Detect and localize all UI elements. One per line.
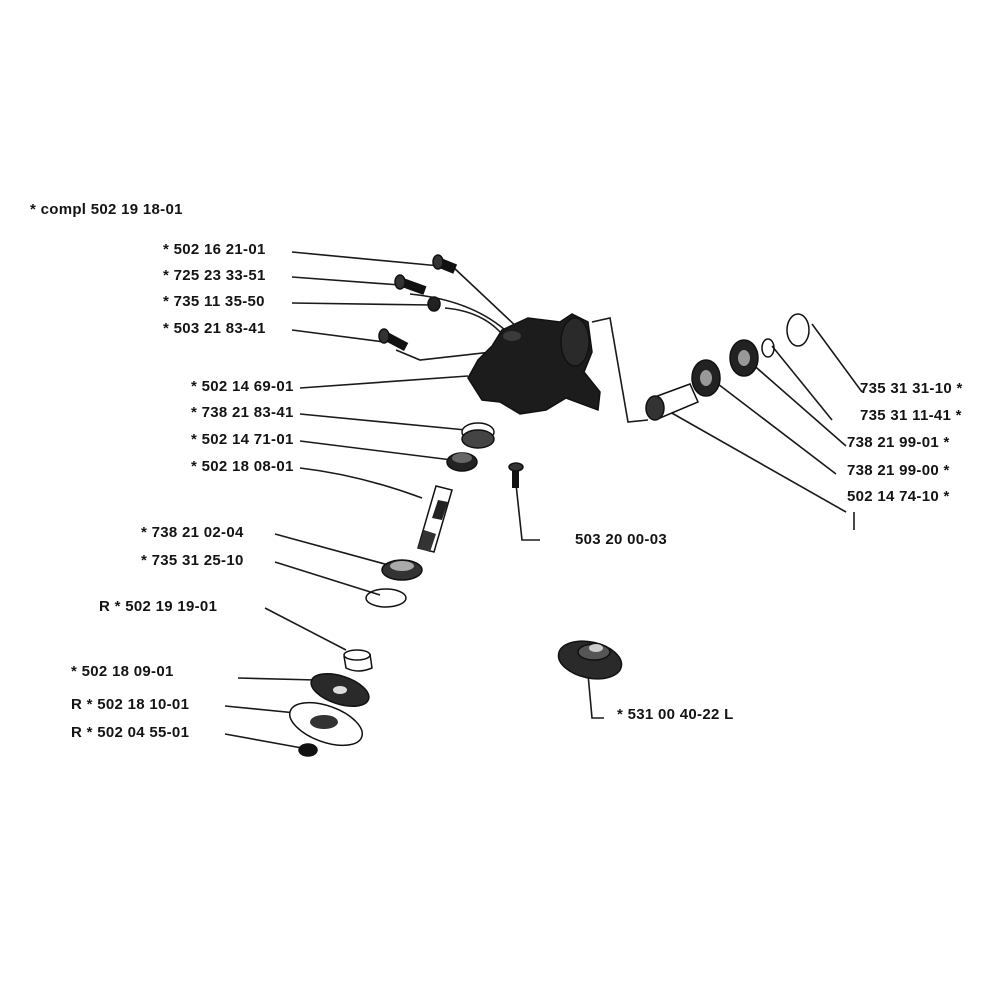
part-label: * 735 11 35-50 [163, 293, 265, 310]
part-label: 503 20 00-03 [575, 531, 668, 548]
circlip-735-31-25-10 [365, 588, 407, 608]
part-label: * 503 21 83-41 [163, 320, 266, 337]
washer-735-11-35-50 [427, 296, 441, 312]
part-label: * 502 16 21-01 [163, 241, 266, 258]
bearing-738-21-02-04 [381, 559, 423, 581]
part-label: * 531 00 40-22 L [617, 706, 734, 723]
screw-502-16-21-01 [432, 254, 458, 274]
ring-735-31-11-41 [761, 338, 775, 358]
part-label: 735 31 11-41 * [860, 407, 962, 424]
part-label: 738 21 99-00 * [847, 462, 950, 479]
gear-housing [467, 313, 601, 415]
washer-502-18-10-01 [289, 701, 363, 747]
washer-502-18-09-01 [310, 673, 370, 707]
shaft-502-18-08-01 [417, 485, 453, 553]
part-label: * 725 23 33-51 [163, 267, 266, 284]
bearing-738-21-83-41 [461, 422, 495, 449]
leader-lines [224, 251, 863, 749]
part-label: R * 502 18 10-01 [71, 696, 190, 713]
part-label: R * 502 04 55-01 [71, 724, 190, 741]
part-label: 735 31 31-10 * [860, 380, 963, 397]
part-label: * 502 18 08-01 [191, 458, 294, 475]
bearing-738-21-99-00 [691, 359, 721, 397]
part-label: * 502 14 69-01 [191, 378, 294, 395]
sleeve-502-19-19-01 [343, 649, 373, 672]
part-label: * 502 14 71-01 [191, 431, 294, 448]
part-label: * 735 31 25-10 [141, 552, 244, 569]
part-label: * 502 18 09-01 [71, 663, 174, 680]
bearing-738-21-99-01 [729, 339, 759, 377]
screw-503-20-00-03 [508, 462, 524, 488]
assembly-label: * compl 502 19 18-01 [30, 201, 183, 218]
part-label: 738 21 99-01 * [847, 434, 950, 451]
part-label: R * 502 19 19-01 [99, 598, 218, 615]
part-label: * 738 21 83-41 [191, 404, 294, 421]
cup-531-00-40-22 [557, 640, 623, 680]
screw-725-23-33-51 [394, 274, 427, 295]
nut-502-04-55-01 [298, 743, 318, 757]
screw-503-21-83-41 [378, 328, 409, 351]
part-label: * 738 21 02-04 [141, 524, 244, 541]
gear-502-14-71-01 [446, 452, 478, 472]
part-label: 502 14 74-10 * [847, 488, 950, 505]
ring-735-31-31-10 [786, 313, 810, 347]
pinion-502-14-74-10 [645, 383, 699, 421]
